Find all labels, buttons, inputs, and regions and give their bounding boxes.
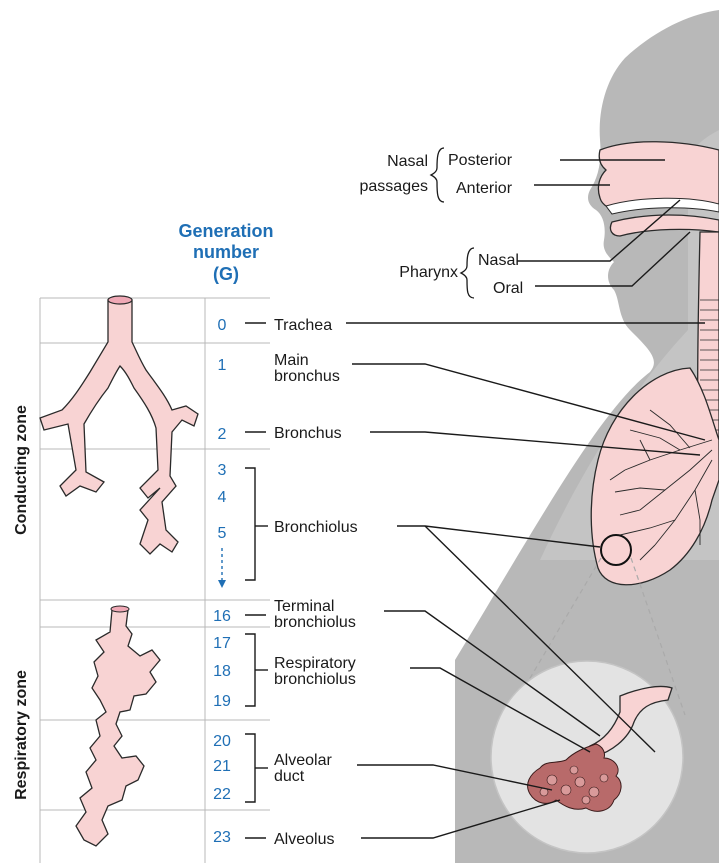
generation-number: 20	[213, 733, 231, 750]
generation-number: 21	[213, 758, 231, 775]
generation-title-line1: Generation	[178, 221, 273, 241]
label-alveolus: Alveolus	[274, 831, 334, 848]
generation-number: 18	[213, 663, 231, 680]
continuation-arrow	[218, 548, 226, 588]
label-nasal-passages-line1: Nasal	[387, 153, 428, 170]
generation-number: 22	[213, 786, 231, 803]
label-anterior: Anterior	[456, 180, 513, 197]
label-nasal: Nasal	[478, 252, 519, 269]
generation-number: 4	[218, 489, 227, 506]
generation-number: 1	[218, 357, 227, 374]
generation-header: Generation number (G)	[178, 221, 273, 284]
label-alveolar-line2: duct	[274, 768, 305, 785]
label-main-bronchus-line1: Main	[274, 352, 309, 369]
label-main-bronchus-line2: bronchus	[274, 368, 340, 385]
generation-number: 3	[218, 462, 227, 479]
brackets	[245, 468, 268, 802]
conducting-airway-tree	[40, 296, 198, 554]
label-oral: Oral	[493, 280, 523, 297]
generation-number: 17	[213, 635, 231, 652]
label-bronchiolus: Bronchiolus	[274, 519, 358, 536]
nasal-cavity	[598, 142, 719, 236]
label-nasal-passages-line2: passages	[360, 178, 429, 195]
conducting-zone-label: Conducting zone	[13, 405, 30, 535]
label-posterior: Posterior	[448, 152, 513, 169]
label-bronchus: Bronchus	[274, 425, 342, 442]
head-labels: Nasal passages Posterior Anterior Pharyn…	[360, 148, 524, 298]
label-trachea: Trachea	[274, 317, 332, 334]
generation-number: 2	[218, 426, 227, 443]
generation-number: 5	[218, 525, 227, 542]
generation-number: 16	[213, 608, 231, 625]
generation-title-line2: number	[193, 242, 259, 262]
label-pharynx: Pharynx	[399, 264, 458, 281]
generation-title-line3: (G)	[213, 264, 239, 284]
label-alveolar-line1: Alveolar	[274, 752, 332, 769]
generation-number: 23	[213, 829, 231, 846]
airway-labels: Trachea Main bronchus Bronchus Bronchiol…	[274, 317, 358, 848]
generation-number: 19	[213, 693, 231, 710]
label-respiratory-line2: bronchiolus	[274, 671, 356, 688]
label-terminal-line2: bronchiolus	[274, 614, 356, 631]
generation-number: 0	[218, 317, 227, 334]
label-respiratory-line1: Respiratory	[274, 655, 356, 672]
respiratory-zone-label: Respiratory zone	[13, 670, 30, 800]
label-terminal-line1: Terminal	[274, 598, 334, 615]
